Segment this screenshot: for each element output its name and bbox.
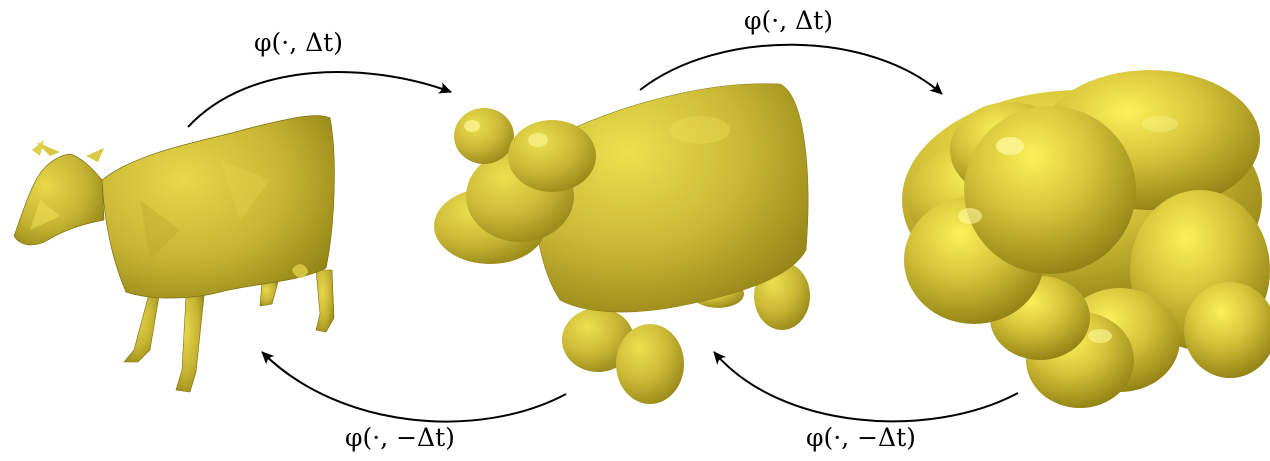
cow-mesh-blob-icon — [902, 70, 1270, 408]
arrow-forward-1 — [187, 71, 452, 128]
label-backward-1: φ(·, −Δt) — [345, 423, 455, 452]
label-backward-2: φ(·, −Δt) — [806, 423, 916, 452]
arrow-backward-2 — [713, 351, 1019, 423]
arrow-backward-1 — [261, 351, 567, 423]
arrow-forward-2 — [639, 43, 943, 95]
cow-mesh-smoothed-icon — [434, 83, 810, 404]
cow-mesh-original-icon — [13, 115, 335, 393]
label-forward-1: φ(·, Δt) — [254, 28, 343, 57]
label-forward-2: φ(·, Δt) — [744, 6, 833, 35]
